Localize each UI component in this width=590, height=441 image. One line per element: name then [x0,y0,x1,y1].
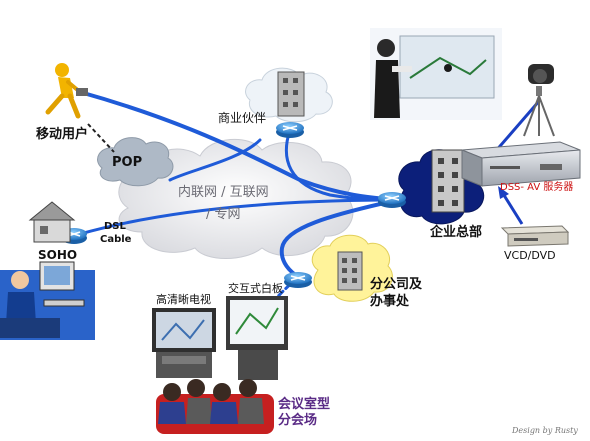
soho-house-icon [28,201,76,243]
mobile-pop-dashed-link [87,123,115,153]
designer-signature: Design by Rusty [512,426,578,435]
whiteboard-label: 交互式白板 [228,282,283,295]
router-icon [276,122,304,138]
hq-label: 企业总部 [430,225,483,240]
internet-label: 内联网 / 互联网 [178,185,269,200]
vcd-server-arrow [500,191,524,225]
router-icon [284,272,312,288]
soho-user-computer-icon [0,261,95,340]
hdtv-label: 高清晰电视 [156,293,211,306]
branch-label-line1: 分公司及 [370,277,423,292]
pop-cloud [97,137,174,187]
camera-icon [523,64,555,137]
hq-building-icon [431,149,465,213]
meeting-room-audience-icon [156,379,274,434]
branch-building-icon [337,251,363,291]
hdtv-icon [152,308,216,378]
pop-label: POP [112,155,143,170]
router-icon [378,192,406,208]
whiteboard-icon [226,296,288,380]
dss-av-server-label: DSS- AV 服务器 [500,182,574,193]
mobile-user-icon [45,63,88,119]
private-net-label: / 专网 [206,207,241,222]
arrowhead-icon [498,186,509,199]
branch-label-line2: 办事处 [370,294,410,309]
cable-label: Cable [100,234,132,245]
dsl-label: DSL [104,221,126,232]
vcd-dvd-label: VCD/DVD [504,249,556,262]
partner-building-icon [277,71,305,117]
dss-av-server-icon [461,141,581,187]
mobile-user-label: 移动用户 [36,127,89,142]
presenter-photo [370,28,502,120]
vcd-dvd-player-icon [500,225,570,247]
meeting-room-label-line1: 会议室型 [278,397,331,412]
meeting-room-label-line2: 分会场 [278,413,318,428]
soho-label: SOHO [38,248,78,262]
business-partner-label: 商业伙伴 [218,111,267,125]
